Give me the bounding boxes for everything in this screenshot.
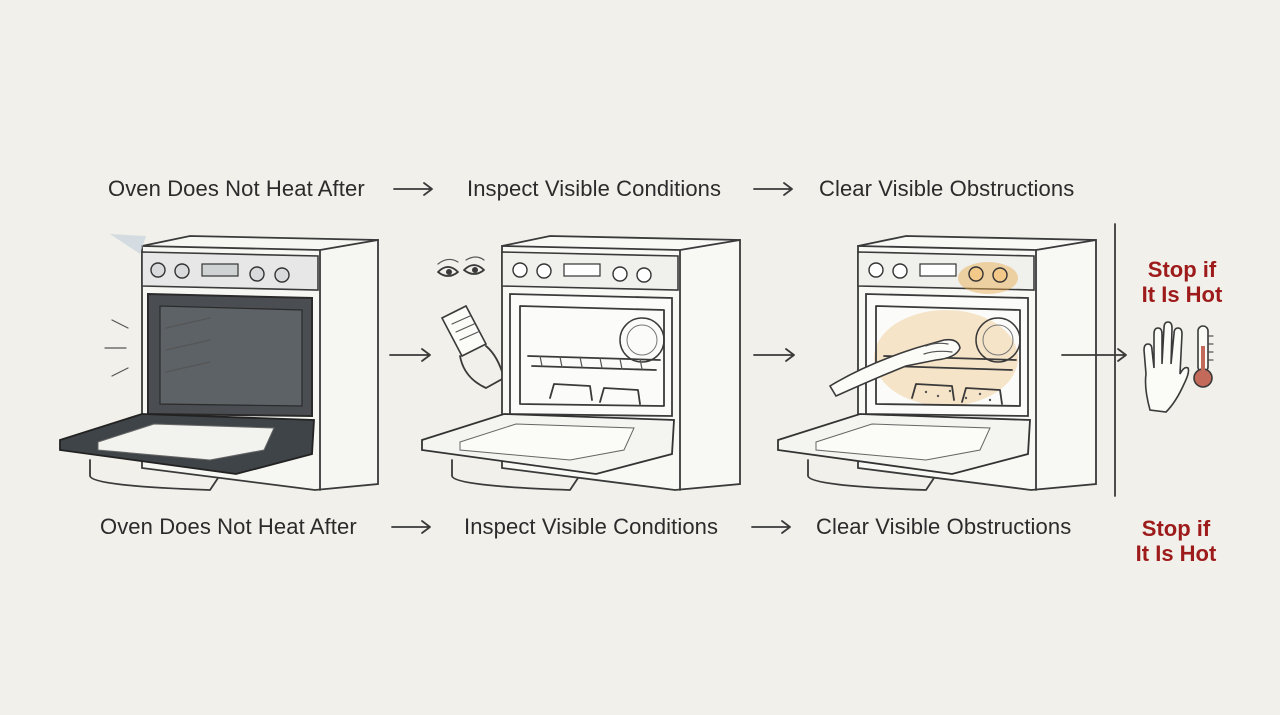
control-knobs-2 — [512, 262, 652, 283]
bottom-step-2-label: Inspect Visible Conditions — [464, 514, 719, 539]
bottom-warning-line-2: It Is Hot — [1135, 541, 1217, 566]
bottom-step-1-label: Oven Does Not Heat After — [100, 514, 357, 539]
eyes-icon — [437, 256, 485, 277]
hand-wipe-icon — [828, 338, 961, 398]
top-step-1-label: Oven Does Not Heat After — [108, 176, 365, 201]
middle-arrow-2 — [753, 348, 795, 362]
oven-illustration-2 — [421, 235, 741, 491]
bottom-arrow-2 — [751, 520, 791, 534]
notepad-icon — [440, 304, 505, 389]
top-step-2-label: Inspect Visible Conditions — [467, 176, 722, 201]
control-knobs-3 — [868, 262, 1008, 283]
top-arrow-2 — [753, 182, 793, 196]
bottom-step-3-label: Clear Visible Obstructions — [816, 514, 1072, 539]
oven-illustration-1 — [59, 234, 379, 491]
warning-line-1: Stop if — [1147, 257, 1217, 282]
top-arrow-1 — [393, 182, 433, 196]
control-knobs-1 — [150, 262, 290, 283]
bottom-warning-line-1: Stop if — [1141, 516, 1211, 541]
warning-arrow — [1061, 348, 1127, 362]
top-step-3-label: Clear Visible Obstructions — [819, 176, 1075, 201]
warning-line-2: It Is Hot — [1141, 282, 1223, 307]
middle-arrow-1 — [389, 348, 431, 362]
warning-title-bottom: Stop if It Is Hot — [1128, 516, 1224, 566]
oven-illustration-3 — [777, 235, 1097, 491]
warning-title-top: Stop if It Is Hot — [1134, 257, 1230, 307]
stop-hand-icon — [1143, 321, 1190, 413]
bottom-arrow-1 — [391, 520, 431, 534]
divider-line — [1114, 223, 1116, 497]
thermometer-icon — [1193, 325, 1214, 388]
